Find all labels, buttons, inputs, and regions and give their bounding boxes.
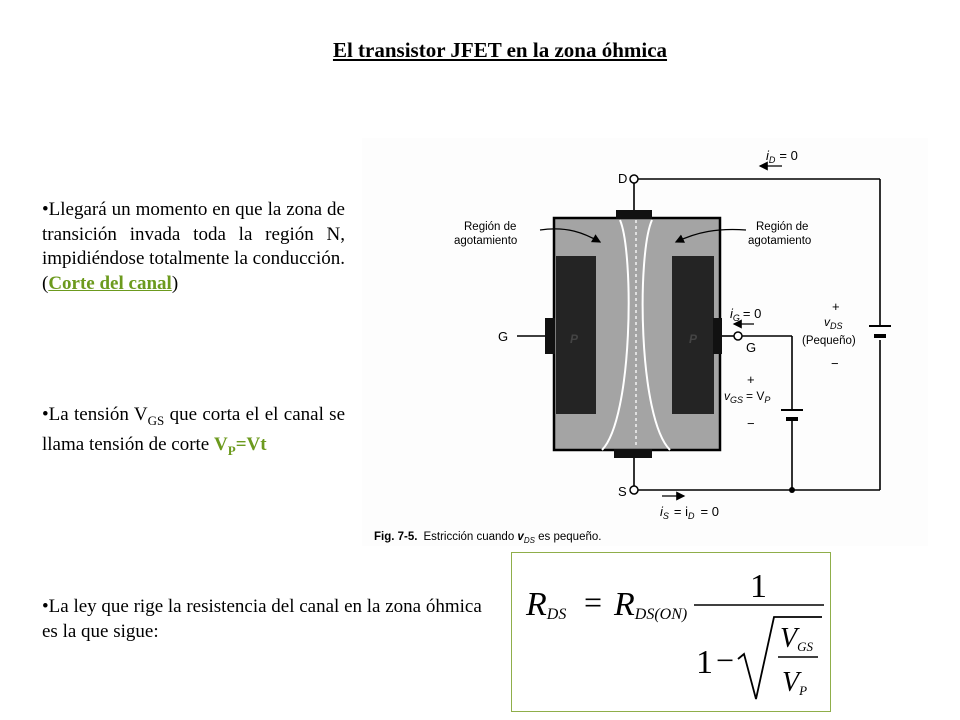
- region-right-line2: agotamiento: [748, 235, 811, 247]
- formula-sqrt-sign: [737, 616, 822, 700]
- id-label: iD= 0: [766, 148, 798, 165]
- vds-plus: +: [832, 299, 840, 314]
- bullet-resistance-law: •La ley que rige la resistencia del cana…: [42, 595, 482, 644]
- source-contact: [614, 449, 652, 458]
- region-right-line1: Región de: [756, 221, 808, 233]
- bullet-marker: •: [42, 199, 49, 220]
- formula-one: 1: [696, 644, 713, 681]
- p-region-left: [556, 256, 596, 414]
- formula-vp: VP: [782, 667, 807, 698]
- gate-terminal: [733, 331, 743, 341]
- depletion-edge-left: [601, 219, 630, 451]
- is-label: iS= iD= 0: [660, 504, 719, 521]
- depletion-edge-right: [641, 219, 671, 451]
- jfet-diagram: D G G S Región de agotamiento Región de …: [374, 148, 891, 545]
- bullet-marker: •: [42, 404, 49, 425]
- gate-contact-right: [713, 318, 722, 354]
- vgs-plus: +: [747, 372, 755, 387]
- p-left-label: P: [570, 332, 579, 346]
- formula-svg: RDS = RDS(ON) 1 1 − VGS VP: [525, 568, 824, 700]
- vgs-label: vGS= VP: [724, 389, 770, 405]
- formula-lhs: RDS: [525, 586, 566, 623]
- p-right-label: P: [689, 332, 698, 346]
- terminal-g-left-label: G: [498, 329, 508, 344]
- vgs-minus: −: [747, 416, 755, 431]
- subscript-gs: GS: [147, 412, 165, 428]
- vds-note: (Pequeño): [802, 335, 856, 347]
- vds-label: vDS: [824, 315, 843, 331]
- p-region-right: [672, 256, 714, 414]
- formula-numerator: 1: [750, 568, 767, 605]
- bullet-text: La ley que rige la resistencia del canal…: [42, 596, 482, 642]
- resistance-formula: RDS = RDS(ON) 1 1 − VGS VP: [511, 552, 831, 712]
- highlight-channel-cutoff: Corte del canal: [48, 272, 172, 294]
- drain-terminal: [629, 174, 639, 184]
- bullet-close: ): [171, 272, 179, 294]
- terminal-g-right-label: G: [746, 340, 756, 355]
- depletion-arrow-right: [674, 228, 747, 243]
- source-terminal: [629, 485, 639, 495]
- ig-label: iG= 0: [730, 306, 761, 323]
- bullet-text: Llegará un momento en que la zona de tra…: [42, 199, 345, 294]
- bullet-text-a: La tensión V: [48, 404, 148, 425]
- highlight-vp: VP=Vt: [214, 434, 267, 459]
- bullet-cutoff-voltage: •La tensión VGS que corta el el canal se…: [42, 403, 345, 464]
- drain-contact: [616, 210, 652, 219]
- formula-coef: RDS(ON): [613, 586, 687, 623]
- vds-minus: −: [831, 356, 839, 371]
- formula-vgs: VGS: [780, 623, 813, 654]
- region-left-line2: agotamiento: [454, 235, 517, 247]
- depletion-arrow-left: [539, 228, 602, 243]
- bullet-marker: •: [42, 596, 49, 617]
- formula-minus: −: [716, 642, 734, 678]
- formula-equals: =: [584, 584, 602, 620]
- bullet-text-b: que corta el el canal se llama tensión d…: [42, 404, 346, 456]
- jfet-figure: D G G S Región de agotamiento Región de …: [362, 138, 928, 546]
- gate-contact-left: [545, 318, 555, 354]
- terminal-d-label: D: [618, 171, 627, 186]
- region-left-line1: Región de: [464, 221, 516, 233]
- slide-title: El transistor JFET en la zona óhmica: [332, 38, 668, 62]
- figure-caption: Fig. 7-5.Estricción cuando vDS es pequeñ…: [374, 531, 601, 545]
- bullet-channel-cutoff: •Llegará un momento en que la zona de tr…: [42, 198, 345, 296]
- terminal-s-label: S: [618, 484, 627, 499]
